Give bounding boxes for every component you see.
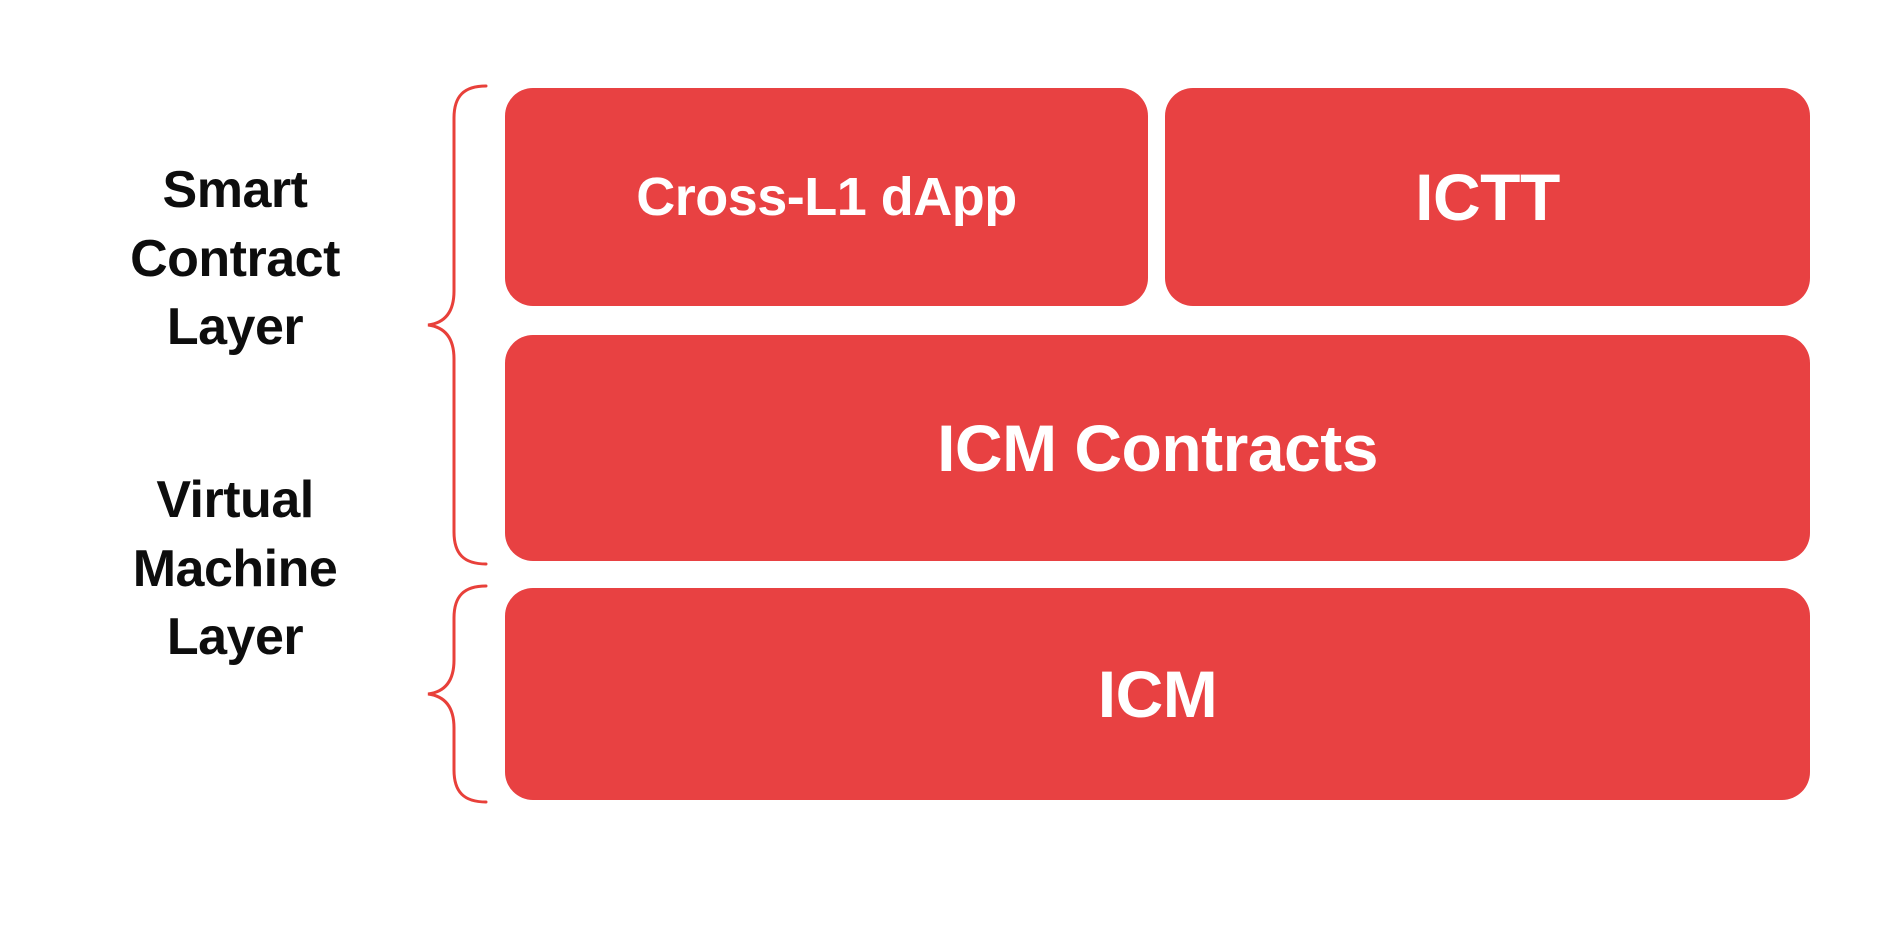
curly-brace-smart-contract-layer-icon xyxy=(427,84,488,566)
box-label-cross-l1-dapp: Cross-L1 dApp xyxy=(636,167,1017,227)
box-cross-l1-dapp[interactable]: Cross-L1 dApp xyxy=(505,88,1148,306)
box-label-icm-contracts: ICM Contracts xyxy=(937,411,1378,485)
box-label-icm: ICM xyxy=(1097,657,1218,731)
box-icm-contracts[interactable]: ICM Contracts xyxy=(505,335,1810,561)
group-label-virtual-machine-layer: Virtual Machine Layer xyxy=(132,471,338,667)
group-label-smart-contract-layer: Smart Contract Layer xyxy=(130,161,340,357)
box-ictt[interactable]: ICTT xyxy=(1165,88,1810,306)
curly-brace-virtual-machine-layer-icon xyxy=(427,584,488,804)
box-label-ictt: ICTT xyxy=(1415,160,1560,234)
box-icm[interactable]: ICM xyxy=(505,588,1810,800)
